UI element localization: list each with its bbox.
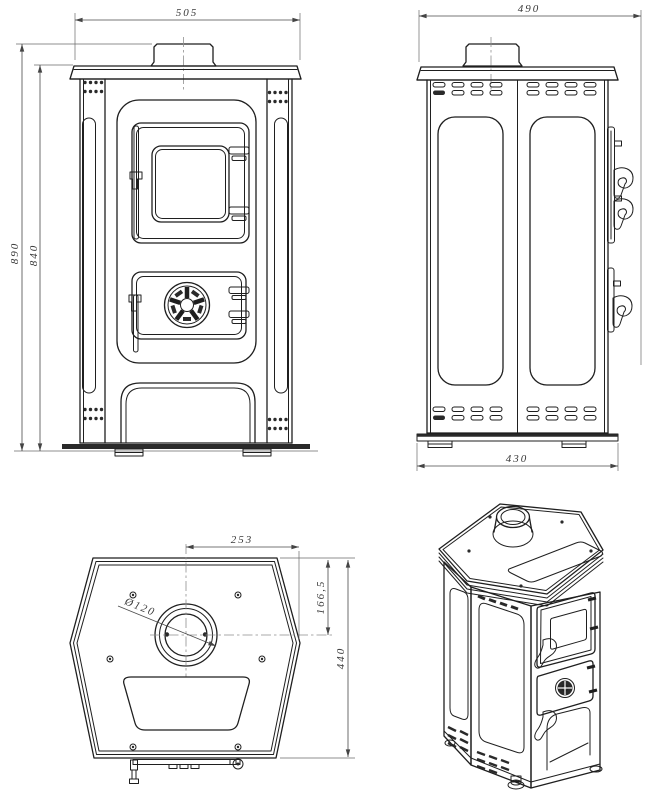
ash-door-hinge [228, 310, 250, 324]
iso-damper-wheel [555, 678, 575, 698]
flue-bolt [202, 632, 208, 637]
front-view: 505 890 840 [9, 7, 318, 457]
iso-base-reveal [443, 730, 601, 783]
ash-door [128, 271, 250, 353]
stove-foot [589, 765, 603, 773]
base-arch [120, 382, 256, 444]
body-columns [79, 78, 293, 444]
ash-door-hinge [228, 286, 250, 300]
stove-foot [507, 775, 525, 790]
iso-base [444, 707, 603, 790]
top-plate [69, 65, 302, 80]
iso-corner-oval [478, 602, 525, 754]
ash-door-edge-hardware [607, 267, 633, 333]
dim-flue-diameter: Ø120 [122, 595, 158, 619]
iso-body [443, 561, 601, 789]
left-column-slot [82, 117, 96, 394]
isometric-view [438, 503, 604, 790]
top-screw [560, 520, 564, 524]
iso-door-lever [534, 710, 557, 741]
top-extension-lines [280, 551, 355, 759]
top-screw-holes [106, 591, 266, 751]
fire-door [129, 122, 250, 244]
dim-front-height-body: 840 [28, 244, 40, 267]
air-damper-wheel [163, 281, 211, 329]
fire-door-edge-hardware [607, 126, 634, 244]
dim-side-depth-total: 490 [518, 3, 541, 15]
fire-door-hinge [228, 206, 250, 221]
iso-top-slots [477, 594, 519, 611]
fire-door-handle [129, 171, 143, 190]
iso-flue-collar [492, 505, 534, 548]
side-dimension-lines [417, 13, 641, 469]
top-hinge-knuckle [229, 758, 244, 770]
top-screw [488, 515, 492, 519]
side-panel-left [437, 116, 504, 386]
fire-door-window [151, 145, 230, 223]
top-screw [589, 549, 593, 553]
side-body [426, 79, 609, 434]
flue-collar [150, 43, 217, 67]
iso-door-lever [534, 638, 557, 669]
dim-top-flue-offset: 166,5 [315, 580, 327, 615]
top-plate-side [416, 66, 619, 81]
side-floor-plate [416, 433, 619, 448]
fire-door-hinge [228, 146, 250, 161]
stove-foot [427, 440, 453, 448]
flue-bolt [164, 632, 170, 637]
right-column-slot [274, 117, 288, 394]
top-front-hardware [129, 758, 244, 784]
door-lever [613, 198, 634, 230]
flue-diameter-leader [117, 605, 217, 647]
front-dimension-lines [19, 17, 300, 451]
top-screw [519, 584, 523, 588]
iso-fire-door-window [550, 608, 587, 650]
stove-foot [444, 739, 456, 747]
ash-door-handle-rod [133, 294, 139, 353]
top-outline [69, 557, 301, 759]
side-view: 490 430 [416, 3, 642, 471]
vent-holes [83, 80, 288, 431]
iso-top-plate [438, 503, 604, 607]
iso-base-arch [546, 707, 591, 771]
iso-ash-door [534, 660, 598, 741]
stove-foot [242, 448, 272, 457]
iso-fire-door [534, 592, 599, 669]
door-lever [613, 167, 634, 199]
fire-door-handle-rod [133, 125, 139, 240]
dim-front-height-total: 890 [9, 242, 21, 265]
front-panel [116, 99, 257, 364]
dim-front-width: 505 [176, 7, 199, 19]
top-dimension-lines [117, 544, 351, 757]
dim-top-half-width: 253 [231, 534, 254, 546]
side-panel-right [529, 116, 596, 386]
top-screw [467, 549, 471, 553]
top-recessed-panel [123, 676, 251, 731]
iso-recessed-panel [507, 541, 603, 583]
door-lever [612, 295, 633, 328]
stove-foot [114, 448, 144, 457]
side-vent-slots [432, 82, 597, 421]
flue-collar-side [462, 43, 523, 67]
dim-top-depth: 440 [335, 647, 347, 670]
top-handle-latch [129, 759, 139, 784]
stove-foot [561, 440, 587, 448]
floor-plate [62, 444, 310, 457]
ash-door-handle [128, 294, 142, 312]
dim-side-depth-base: 430 [506, 453, 529, 465]
top-view: 253 166,5 440 Ø120 [69, 534, 355, 784]
iso-side-oval [449, 588, 469, 720]
